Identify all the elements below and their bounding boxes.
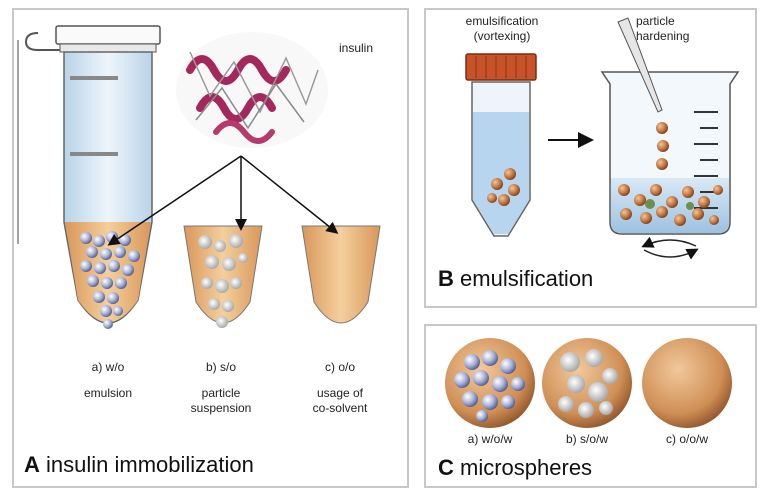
panel-a-letter: A <box>24 452 40 477</box>
method-a-desc: emulsion <box>83 386 133 400</box>
microsphere-b-label: b) s/o/w <box>565 432 608 446</box>
panel-c-title-text: microspheres <box>460 455 593 480</box>
panel-b-emulsification <box>424 8 757 308</box>
microsphere-wow <box>445 338 535 428</box>
method-a-code: a) w/o <box>91 360 125 374</box>
tube-b-suspension <box>183 225 263 328</box>
emulsification-step-label: emulsification (vortexing) <box>465 14 539 43</box>
method-c-code: c) o/o <box>324 360 355 374</box>
eppendorf-tube <box>17 25 161 324</box>
method-b-desc: particle suspension <box>190 386 252 415</box>
falcon-tube <box>465 53 537 237</box>
microsphere-oow <box>642 338 732 428</box>
insulin-distribution-arrows <box>107 155 339 246</box>
microsphere-a-label: a) w/o/w <box>467 432 513 446</box>
tube-a-emulsion-droplets <box>80 231 140 329</box>
hardening-step-label: particle hardening <box>636 14 690 43</box>
microsphere-sow <box>542 338 632 428</box>
panel-a-title-text: insulin immobilization <box>46 452 254 477</box>
microsphere-c-label: c) o/o/w <box>665 432 708 446</box>
panel-b-letter: B <box>438 266 454 291</box>
panel-c-title: C microspheres <box>438 455 592 481</box>
panel-a-title: A insulin immobilization <box>24 452 254 478</box>
panel-b-title: B emulsification <box>438 266 593 292</box>
tube-c-cosolvent <box>301 225 381 324</box>
panel-a-insulin-immobilization <box>12 8 409 488</box>
beaker <box>600 71 740 260</box>
method-c-desc: usage of co-solvent <box>312 386 368 415</box>
panel-c-microspheres <box>424 324 757 488</box>
panel-c-letter: C <box>438 455 454 480</box>
panel-b-title-text: emulsification <box>460 266 594 291</box>
insulin-protein-structure <box>176 32 328 148</box>
insulin-label: insulin <box>338 41 374 55</box>
pipette-tip <box>617 17 663 113</box>
method-b-code: b) s/o <box>205 360 236 374</box>
